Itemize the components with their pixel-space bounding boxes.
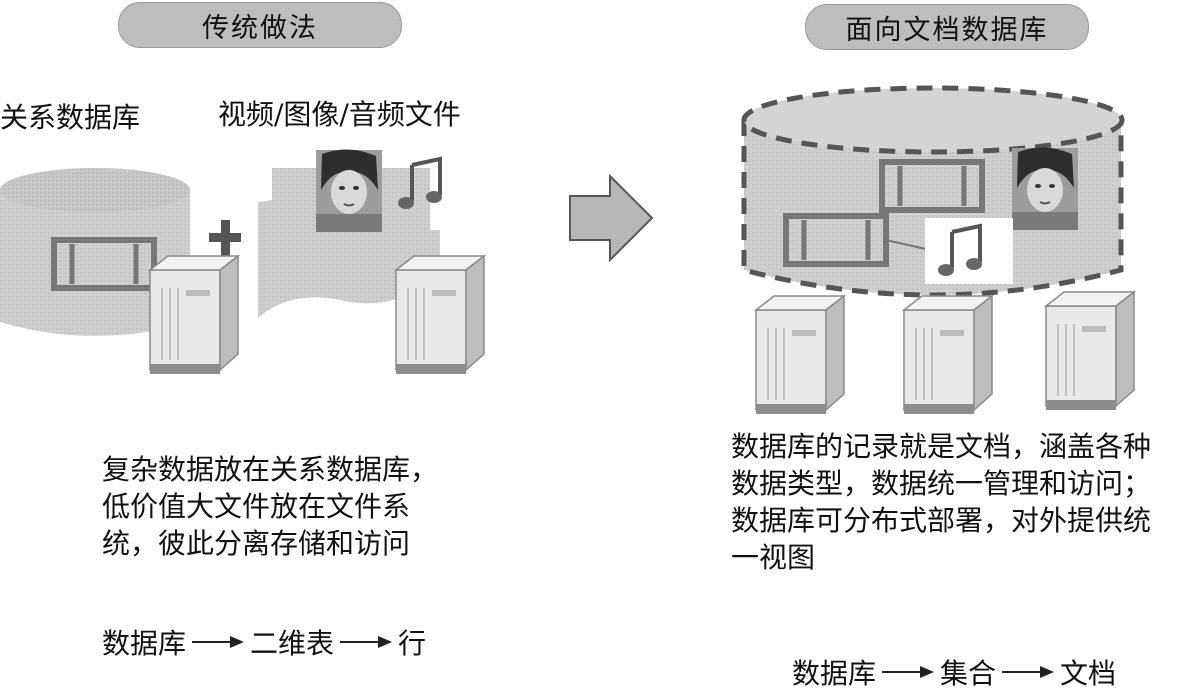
- arrow-right-icon: [340, 636, 393, 648]
- traditional-approach-title: 传统做法: [118, 2, 402, 48]
- arrow-right-icon: [1002, 666, 1055, 678]
- arrow-icon: [569, 173, 654, 263]
- arrow-right-icon: [192, 636, 245, 648]
- server-icon: [149, 255, 239, 375]
- server-icon: [903, 295, 993, 415]
- file-system-shape: [258, 168, 440, 318]
- plus-icon: [209, 220, 241, 256]
- document-db-title: 面向文档数据库: [805, 4, 1089, 50]
- server-icon: [755, 295, 845, 415]
- arrow-right-icon: [882, 666, 935, 678]
- server-icon: [395, 255, 485, 375]
- document-db-cylinder: [741, 85, 1125, 298]
- traditional-description: 复杂数据放在关系数据库， 低价值大文件放在文件系 统，彼此分离存储和访问: [102, 453, 439, 560]
- document-db-hierarchy: 数据库 集合 文档: [792, 657, 1117, 690]
- media-files-label: 视频/图像/音频文件: [218, 98, 461, 131]
- image-file-icon: [315, 148, 383, 233]
- relational-db-cylinder: [0, 168, 190, 336]
- traditional-hierarchy: 数据库 二维表 行: [102, 627, 427, 660]
- relational-db-label: 关系数据库: [0, 101, 141, 134]
- document-db-description: 数据库的记录就是文档，涵盖各种 数据类型，数据统一管理和访问； 数据库可分布式部…: [731, 430, 1152, 574]
- server-icon: [1045, 291, 1135, 411]
